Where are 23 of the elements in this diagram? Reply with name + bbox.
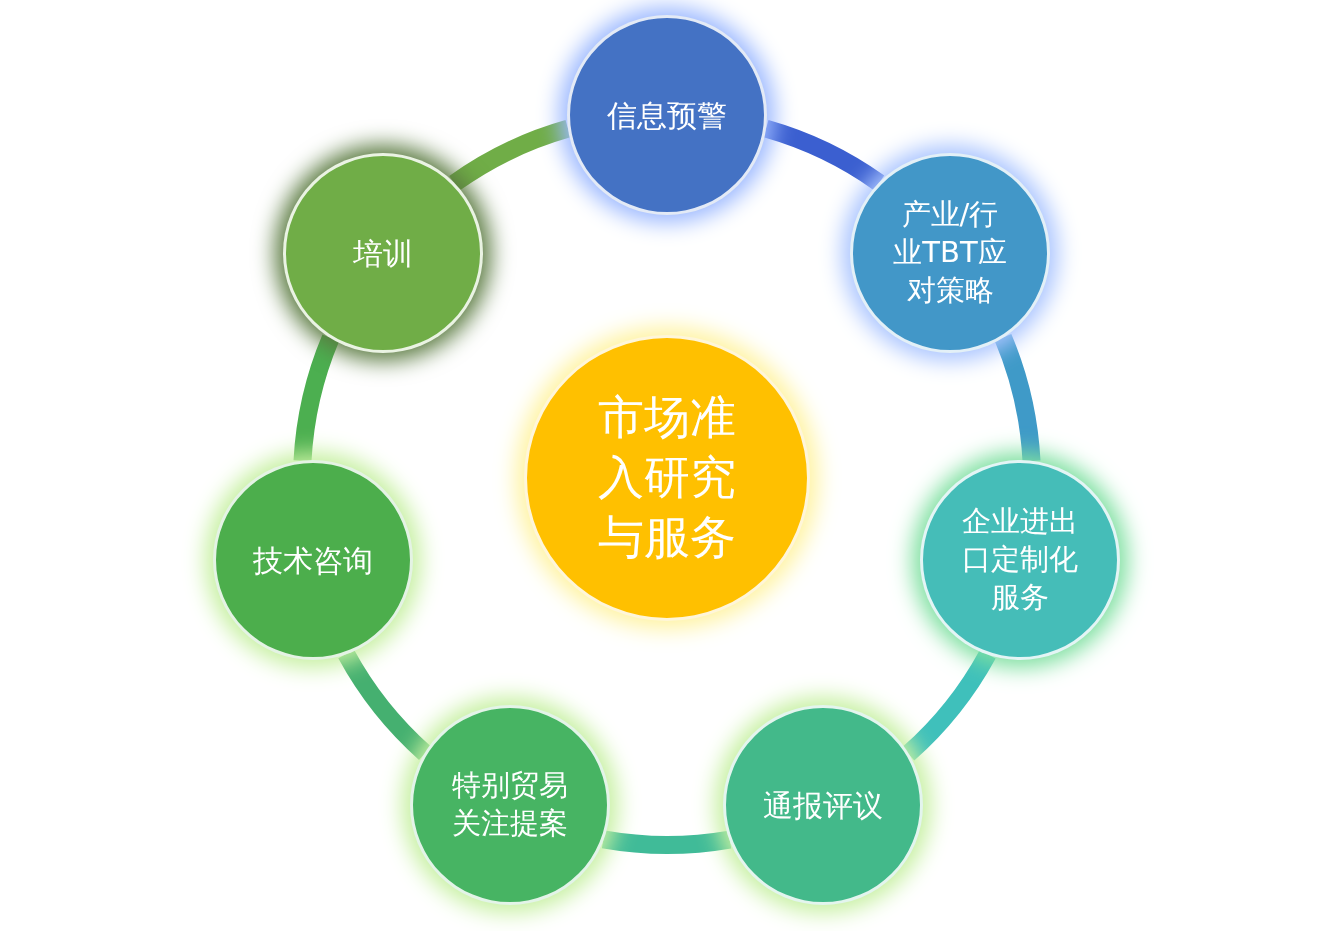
ring-connector <box>902 649 996 761</box>
ring-connector <box>449 120 571 191</box>
service-label: 产业/行业TBT应对策略 <box>892 196 1008 309</box>
ring-connector <box>338 649 432 760</box>
service-circle <box>920 460 1120 660</box>
service-label: 培训 <box>353 234 413 273</box>
service-circle <box>567 15 767 215</box>
ring-connector <box>763 120 884 191</box>
service-label: 特别贸易关注提案 <box>451 767 569 842</box>
center-title: 市场准入研究与服务 <box>597 389 737 566</box>
service-label: 信息预警 <box>607 96 727 135</box>
service-circle <box>410 705 610 905</box>
service-label: 企业进出口定制化服务 <box>961 503 1079 616</box>
service-circle <box>213 460 413 660</box>
ring-connector <box>293 334 340 462</box>
service-circle <box>283 153 483 353</box>
ring-connector <box>994 334 1041 462</box>
center-circle <box>524 335 810 621</box>
service-label: 技术咨询 <box>253 541 373 580</box>
service-label: 通报评议 <box>763 786 883 825</box>
ring-connector <box>602 830 731 854</box>
service-circle <box>850 153 1050 353</box>
service-circle <box>723 705 923 905</box>
